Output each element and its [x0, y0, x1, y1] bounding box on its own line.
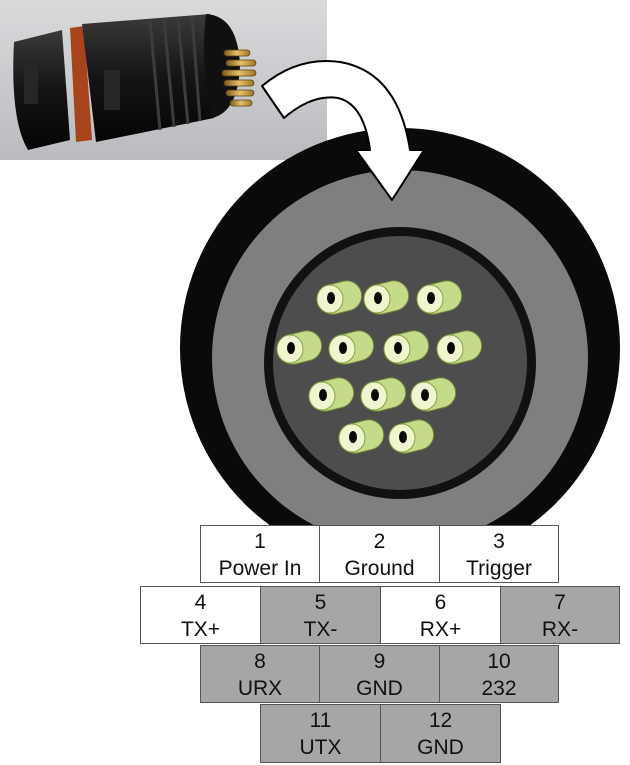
pin-socket-10 — [410, 377, 457, 412]
pin-label: Power In — [218, 557, 302, 580]
pin-number: 3 — [493, 530, 505, 553]
pin-label: RX+ — [419, 618, 462, 641]
pin-cell-2: 2 Ground — [319, 525, 440, 583]
pin-label: 232 — [481, 677, 517, 700]
pin-number: 4 — [194, 591, 207, 614]
pin-socket-12 — [388, 419, 435, 454]
pin-label: TX+ — [180, 618, 221, 641]
pin-number: 2 — [373, 530, 386, 553]
pin-cell-12: 12 GND — [380, 704, 501, 763]
pin-number: 12 — [428, 709, 453, 732]
pin-cell-11: 11 UTX — [260, 704, 381, 763]
pin-cell-8: 8 URX — [200, 645, 320, 703]
pin-cell-6: 6 RX+ — [380, 586, 501, 644]
pin-number: 10 — [487, 650, 511, 673]
pin-socket-8 — [308, 377, 355, 412]
pin-socket-6 — [383, 330, 430, 365]
pin-label: GND — [356, 677, 403, 700]
pin-number: 7 — [554, 591, 566, 614]
pin-number: 5 — [314, 591, 327, 614]
pin-label: URX — [237, 677, 283, 700]
pin-socket-9 — [360, 377, 407, 412]
pin-socket-7 — [436, 330, 483, 365]
pin-label: Trigger — [466, 557, 532, 580]
pin-cell-9: 9 GND — [319, 645, 440, 703]
pin-label: UTX — [299, 736, 342, 759]
pin-socket-5 — [328, 330, 375, 365]
pin-label: TX- — [303, 618, 338, 641]
pin-socket-11 — [338, 419, 385, 454]
pin-number: 8 — [254, 650, 266, 673]
pin-socket-4 — [276, 330, 323, 365]
pin-cell-4: 4 TX+ — [140, 586, 261, 644]
pin-cell-3: 3 Trigger — [439, 525, 559, 583]
pin-socket-3 — [416, 280, 463, 315]
pin-sockets — [276, 280, 483, 454]
pin-cell-1: 1 Power In — [200, 525, 320, 583]
pin-label: Ground — [344, 557, 415, 580]
pin-cell-7: 7 RX- — [500, 586, 620, 644]
pin-number: 11 — [309, 709, 332, 732]
pin-socket-1 — [316, 280, 363, 315]
pin-socket-2 — [363, 280, 410, 315]
pin-number: 6 — [434, 591, 447, 614]
pin-label: RX- — [541, 618, 579, 641]
pin-cell-5: 5 TX- — [260, 586, 381, 644]
curved-arrow — [261, 60, 425, 201]
pin-cell-10: 10 232 — [439, 645, 559, 703]
pin-label: GND — [417, 736, 464, 759]
pin-number: 9 — [373, 650, 386, 673]
pin-number: 1 — [254, 530, 266, 553]
